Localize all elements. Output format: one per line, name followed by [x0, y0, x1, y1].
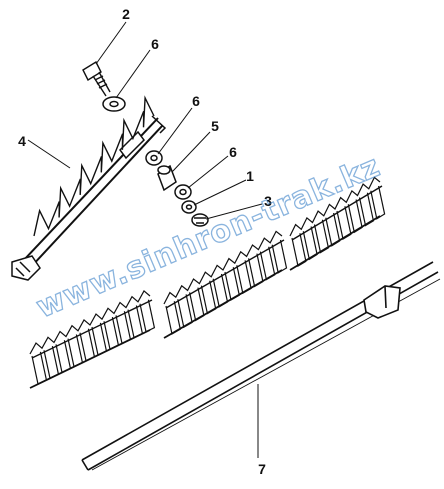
part-2-bolt: [82, 61, 111, 97]
callout-6-lower: 6: [229, 144, 237, 160]
guard-rail: [163, 269, 283, 339]
guard-rail: [29, 329, 151, 389]
guard-rail: [165, 239, 285, 309]
part-4-spring-assembly: [11, 95, 167, 281]
callout-1: 1: [246, 168, 254, 184]
callout-4: 4: [18, 133, 26, 149]
guard-rail: [31, 299, 153, 359]
callout-6-upper: 6: [192, 93, 200, 109]
callout-2: 2: [122, 6, 130, 22]
guard-crest: [289, 176, 381, 237]
guard-finger: [271, 239, 288, 274]
guard-row-right: [289, 176, 386, 271]
part-6-washer-top: [102, 96, 126, 112]
part-3-lock-nut: [191, 213, 209, 227]
part-7-bar: [81, 261, 441, 471]
callout-6-top: 6: [151, 36, 159, 52]
part-6-washer-lower: [174, 184, 192, 200]
guard-finger: [370, 185, 386, 220]
leader-lines: [27, 21, 263, 458]
guard-row-middle: [163, 230, 288, 339]
part-5-spacer: [157, 164, 177, 192]
guard-crest: [29, 289, 151, 355]
guard-rail: [289, 215, 381, 271]
callout-5: 5: [211, 118, 219, 134]
guard-row-left: [29, 289, 156, 389]
guard-finger: [139, 299, 156, 333]
callout-3: 3: [264, 193, 272, 209]
callout-7: 7: [258, 461, 266, 477]
part-1-nut: [181, 200, 197, 214]
part-6-washer-upper: [145, 150, 163, 166]
guard-crest: [163, 230, 283, 305]
guard-rail: [291, 185, 383, 241]
